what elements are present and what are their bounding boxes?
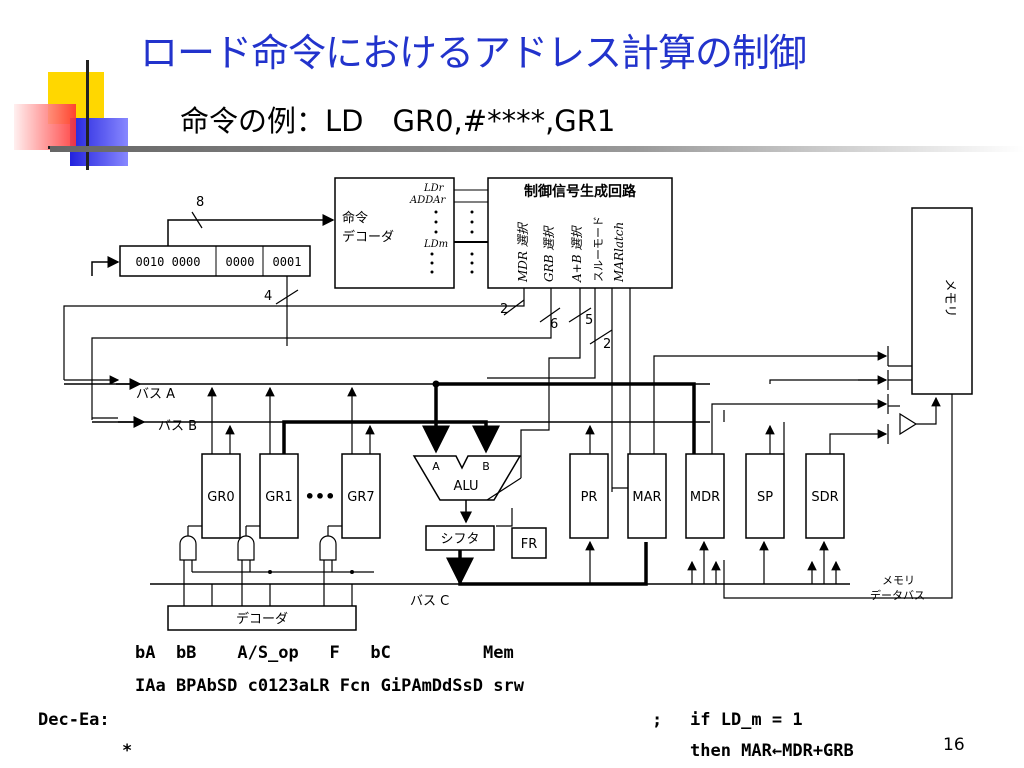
register-mdr: MDR: [685, 453, 725, 539]
microcode-condition: if LD_m = 1: [690, 710, 803, 730]
ir-field-r2: 0001: [273, 255, 302, 269]
bus-b-label: バス B: [158, 419, 197, 434]
title-divider: [50, 146, 1024, 152]
bus-a-label: バス A: [136, 387, 175, 402]
control-signal-marlatch: MARlatch: [612, 222, 626, 283]
deco-vertical-line: [86, 60, 89, 170]
svg-text:GR1: GR1: [265, 490, 292, 505]
svg-text:MAR: MAR: [632, 490, 661, 505]
width-2b: 2: [603, 337, 611, 352]
decoder-out-ldr: LDr: [423, 183, 445, 194]
microcode-semicolon: ;: [652, 710, 663, 730]
width-6: 6: [550, 317, 558, 332]
microcode-header-2: IAa BPAbSD c0123aLR Fcn GiPAmDdSsD srw: [135, 676, 524, 696]
microcode-action: then MAR←MDR+GRB: [690, 741, 854, 761]
svg-text:PR: PR: [581, 490, 598, 505]
register-sdr: SDR: [805, 453, 845, 539]
instruction-register: 0010 0000 0000 0001: [119, 245, 311, 277]
memory-label: メモリ: [942, 278, 957, 317]
microcode-label: Dec-Ea:: [38, 710, 110, 730]
flag-register: FR: [511, 527, 547, 559]
memory-databus-2: データバス: [870, 588, 925, 602]
svg-text:B: B: [482, 460, 490, 473]
svg-text:GR0: GR0: [207, 490, 234, 505]
width-r: 4: [264, 289, 272, 304]
shifter: シフタ: [425, 525, 495, 551]
control-title: 制御信号生成回路: [524, 183, 637, 200]
page-number: 16: [943, 735, 965, 755]
alu: A B ALU: [412, 455, 522, 501]
svg-text:FR: FR: [521, 537, 538, 552]
deco-red-square: [14, 104, 76, 150]
microcode-header-1: bA bB A/S_op F bC Mem: [135, 643, 514, 663]
microcode-star: *: [122, 741, 133, 761]
svg-text:SP: SP: [757, 490, 773, 505]
decoder-label-2: デコーダ: [342, 229, 394, 245]
svg-text:MDR: MDR: [690, 490, 720, 505]
width-5: 5: [585, 313, 593, 328]
svg-text:シフタ: シフタ: [440, 532, 479, 547]
width-op: 8: [196, 195, 204, 210]
register-gr1: GR1: [259, 453, 299, 539]
slide-title: ロード命令におけるアドレス計算の制御: [140, 31, 807, 75]
register-mar: MAR: [627, 453, 667, 539]
decoder-out-adda: ADDAr: [409, 195, 446, 206]
register-ellipsis: •••: [305, 487, 336, 506]
control-signal-grb: GRB 選択: [542, 225, 556, 282]
ir-field-op: 0010 0000: [135, 255, 200, 269]
memory-databus-1: メモリ: [882, 574, 915, 587]
width-2a: 2: [500, 302, 508, 317]
register-decoder: デコーダ: [167, 605, 357, 631]
control-signal-through: スルーモード: [592, 216, 605, 282]
decoder-out-ldm: LDm: [423, 239, 448, 250]
register-gr7: GR7: [341, 453, 381, 539]
bus-c-label: バス C: [410, 594, 449, 609]
register-gr0: GR0: [201, 453, 241, 539]
svg-text:SDR: SDR: [811, 490, 838, 505]
svg-text:デコーダ: デコーダ: [236, 611, 288, 627]
deco-blue-square: [70, 118, 128, 166]
decoder-label-1: 命令: [342, 210, 368, 226]
svg-text:A: A: [432, 460, 440, 473]
control-signal-ab: A+B 選択: [570, 225, 584, 283]
svg-text:GR7: GR7: [347, 490, 374, 505]
slide-subtitle: 命令の例：LD GR0,#****,GR1: [180, 104, 616, 138]
register-sp: SP: [745, 453, 785, 539]
ir-field-r1: 0000: [226, 255, 255, 269]
control-signal-mdr: MDR 選択: [516, 221, 530, 283]
register-pr: PR: [569, 453, 609, 539]
svg-text:ALU: ALU: [453, 479, 478, 494]
